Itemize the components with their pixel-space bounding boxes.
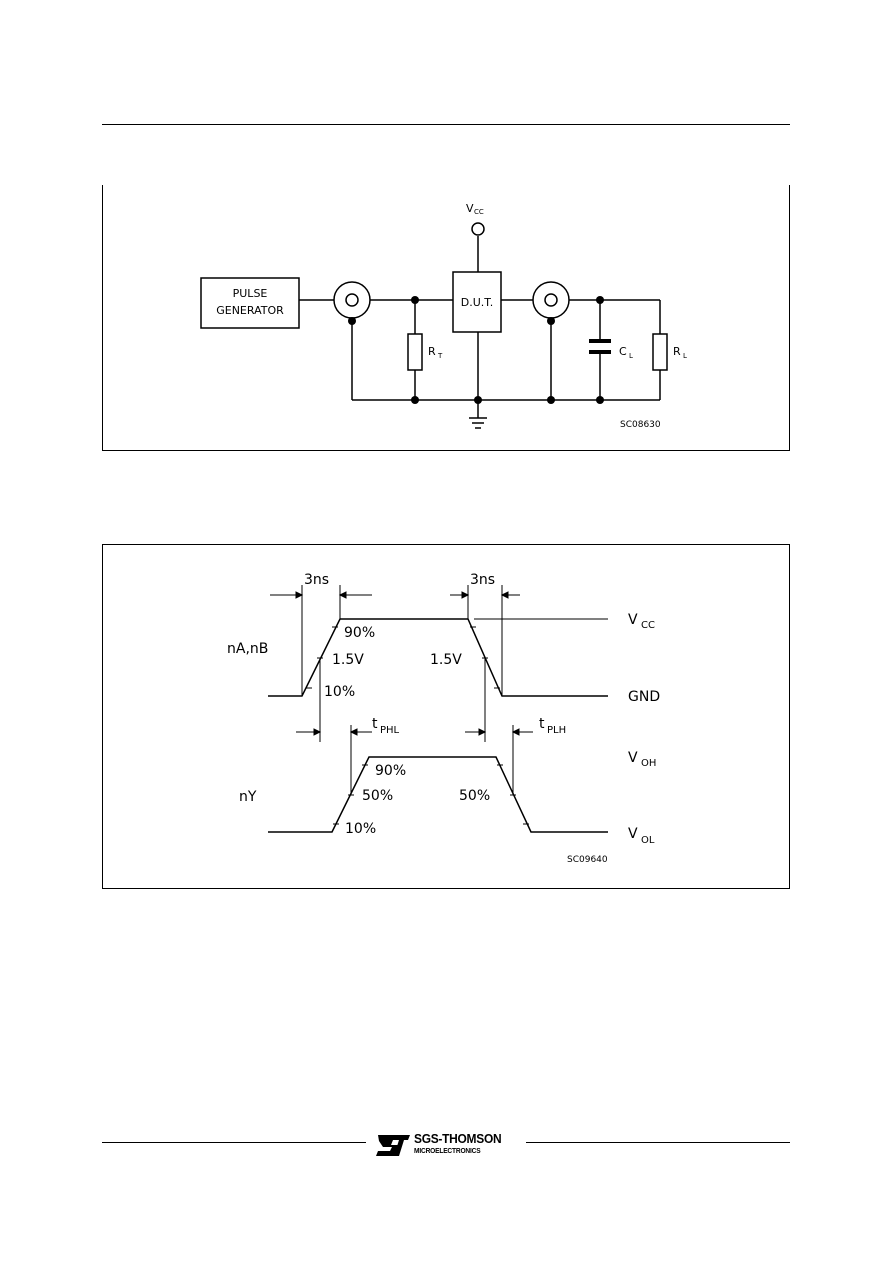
input-signal-label: nA,nB — [227, 641, 268, 657]
output-10-label: 10% — [345, 821, 376, 837]
vcc-level-sub: CC — [641, 620, 655, 631]
output-waveform — [268, 756, 608, 833]
circuit-figure-code: SC08630 — [620, 420, 661, 430]
output-50-rise-label: 50% — [362, 788, 393, 804]
tphl-sub: PHL — [380, 725, 400, 736]
gnd-level-label: GND — [628, 689, 660, 705]
header-rule — [102, 124, 790, 125]
vcc-sub: CC — [474, 208, 484, 216]
footer-rule-right — [526, 1142, 790, 1143]
brand-subtitle: MICROELECTRONICS — [414, 1146, 481, 1155]
input-15v-fall-label: 1.5V — [430, 652, 462, 668]
pulse-generator-label-1: PULSE — [233, 287, 268, 300]
waveform-panel — [102, 544, 790, 889]
voh-level-label: V — [628, 750, 638, 766]
footer-rule-left — [102, 1142, 366, 1143]
pulse-generator-label-2: GENERATOR — [216, 304, 284, 317]
tphl-label: t — [372, 716, 378, 732]
fall-time-label: 3ns — [470, 572, 495, 588]
test-circuit-panel — [102, 185, 790, 451]
vcc-level-label: V — [628, 612, 638, 628]
vol-level-sub: OL — [641, 835, 655, 846]
input-90-label: 90% — [344, 625, 375, 641]
dut-box — [452, 271, 502, 333]
output-50-fall-label: 50% — [459, 788, 490, 804]
output-90-label: 90% — [375, 763, 406, 779]
input-15v-rise-label: 1.5V — [332, 652, 364, 668]
output-signal-label: nY — [239, 789, 257, 805]
tplh-label: t — [539, 716, 545, 732]
pulse-generator-box — [200, 277, 300, 329]
vcc-label: V — [466, 202, 474, 215]
rt-label: R — [428, 345, 436, 358]
vcc-terminal — [471, 222, 485, 236]
input-waveform — [268, 618, 608, 697]
waveform-figure-code: SC09640 — [567, 855, 608, 865]
rl-sub: L — [683, 352, 687, 360]
rl-label: R — [673, 345, 681, 358]
rt-sub: T — [437, 352, 443, 360]
voh-level-sub: OH — [641, 758, 656, 769]
cl-sub: L — [629, 352, 633, 360]
rise-time-label: 3ns — [304, 572, 329, 588]
dut-label: D.U.T. — [461, 296, 493, 309]
cl-label: C — [619, 345, 627, 358]
vol-level-label: V — [628, 826, 638, 842]
tplh-sub: PLH — [547, 725, 566, 736]
input-10-label: 10% — [324, 684, 355, 700]
brand-name: SGS-THOMSON — [414, 1131, 502, 1146]
capacitor-cl — [589, 339, 611, 343]
